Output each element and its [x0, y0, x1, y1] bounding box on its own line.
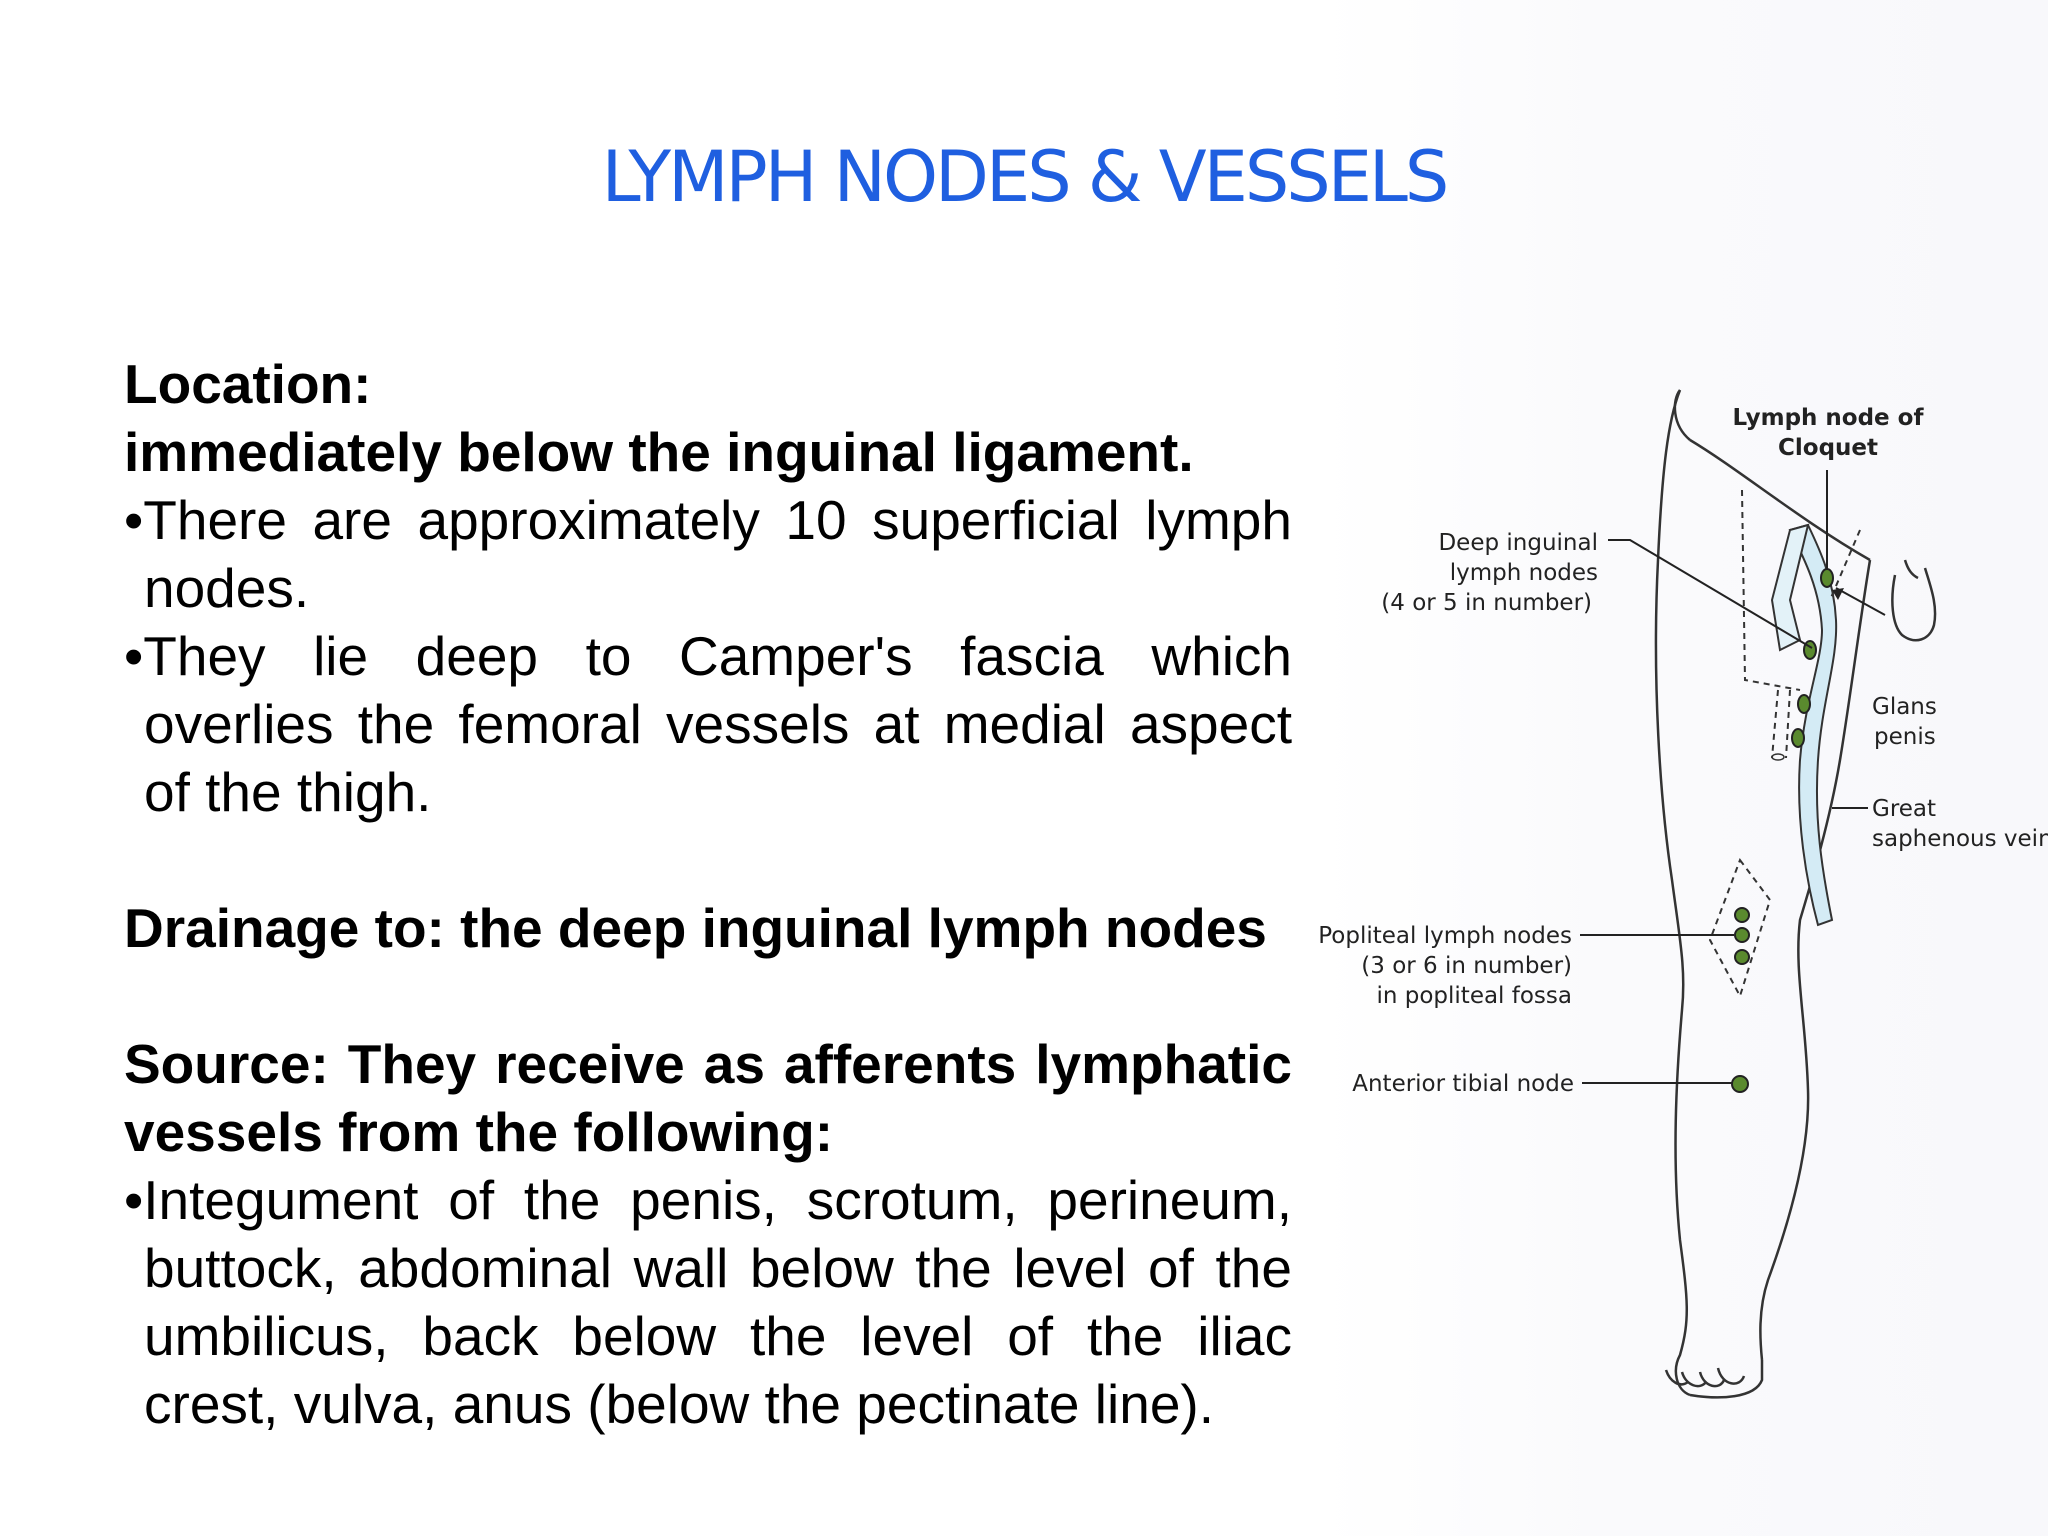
great-saphenous-label: saphenous vein — [1872, 826, 2048, 852]
cloquet-label: Cloquet — [1778, 435, 1878, 461]
glans-label: Glans — [1872, 694, 1937, 720]
deep-inguinal-label: Deep inguinal — [1438, 530, 1598, 556]
glans-label: penis — [1874, 724, 1936, 750]
fascia-dashed — [1708, 489, 1861, 999]
deep-node — [1791, 728, 1805, 748]
slide-title: LYMPH NODES & VESSELS — [601, 136, 1450, 218]
great-saphenous-label: Great — [1872, 796, 1936, 822]
cloquet-node — [1820, 568, 1834, 588]
cloquet-label: Lymph node of — [1733, 405, 1925, 431]
popliteal-node — [1734, 927, 1750, 943]
popliteal-label: (3 or 6 in number) — [1361, 953, 1572, 979]
leg-outline — [1654, 389, 1937, 1399]
leader-lines — [1580, 470, 1886, 1084]
lymph-diagram: Lymph node of Cloquet Deep inguinal lymp… — [1320, 370, 2048, 1420]
drainage-text: Drainage to: the deep inguinal lymph nod… — [124, 897, 1267, 959]
femoral-sheath — [1770, 523, 1810, 652]
popliteal-label: in popliteal fossa — [1376, 983, 1572, 1009]
location-bullet: •They lie deep to Camper's fascia which … — [124, 625, 1292, 823]
popliteal-node — [1734, 907, 1750, 923]
location-heading: Location: — [124, 353, 372, 415]
source-bullet: •Integument of the penis, scrotum, perin… — [124, 1169, 1292, 1435]
slide-body: Location: immediately below the inguinal… — [124, 350, 1292, 1438]
location-subheading: immediately below the inguinal ligament. — [124, 421, 1194, 483]
popliteal-node — [1734, 949, 1750, 965]
popliteal-label: Popliteal lymph nodes — [1320, 923, 1572, 949]
anterior-tibial-node — [1731, 1075, 1749, 1093]
deep-inguinal-label: lymph nodes — [1450, 560, 1598, 586]
location-bullet: •There are approximately 10 superficial … — [124, 489, 1292, 619]
deep-inguinal-label: (4 or 5 in number) — [1381, 590, 1592, 616]
great-saphenous-vein — [1788, 523, 1838, 927]
leg-illustration: Lymph node of Cloquet Deep inguinal lymp… — [1320, 389, 2048, 1399]
lymph-nodes — [1731, 568, 1834, 1093]
deep-node — [1797, 694, 1811, 714]
anterior-tibial-label: Anterior tibial node — [1352, 1071, 1574, 1097]
source-text: Source: They receive as afferents lympha… — [124, 1033, 1292, 1163]
